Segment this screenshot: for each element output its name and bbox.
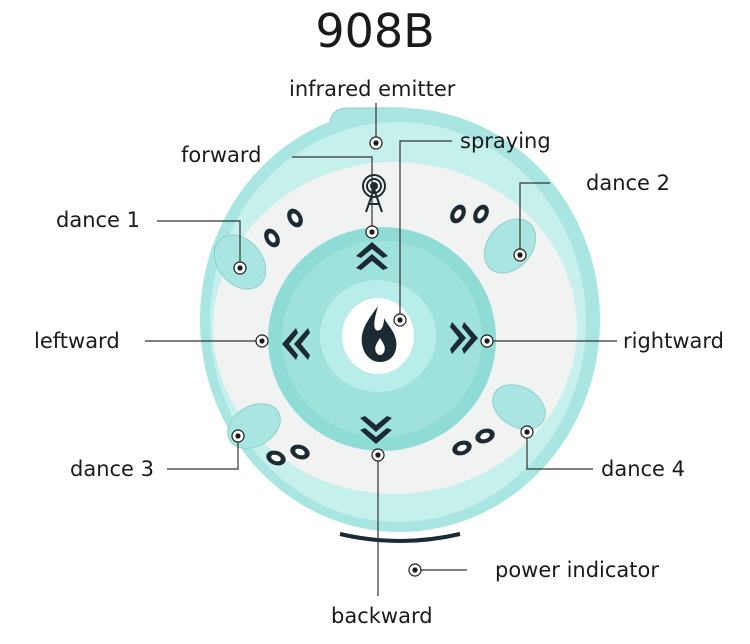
footprint-icon xyxy=(452,428,495,456)
forward-label: forward xyxy=(181,143,262,167)
model-title: 908B xyxy=(315,4,435,58)
infrared-emitter-label: infrared emitter xyxy=(289,77,456,101)
flame-icon xyxy=(361,306,397,362)
dance-4-button[interactable] xyxy=(485,376,553,439)
dance-4-label: dance 4 xyxy=(601,457,686,481)
spraying-label: spraying xyxy=(460,129,551,153)
backward-label: backward xyxy=(331,604,433,628)
double-chevron-right-icon xyxy=(450,322,478,354)
dance-3-label: dance 3 xyxy=(70,457,155,481)
double-chevron-up-icon xyxy=(356,242,388,270)
base-edge xyxy=(339,532,461,543)
dance-1-label: dance 1 xyxy=(56,208,141,232)
footprint-icon xyxy=(264,208,303,248)
callout-lines xyxy=(145,103,617,596)
callout-dots xyxy=(231,136,534,577)
double-chevron-down-icon xyxy=(360,416,392,444)
rightward-label: rightward xyxy=(623,329,724,353)
footprint-icon xyxy=(450,204,489,224)
footprint-icon xyxy=(266,444,310,466)
dance-2-label: dance 2 xyxy=(586,171,671,195)
leftward-label: leftward xyxy=(34,329,120,353)
power-indicator-label: power indicator xyxy=(495,558,660,582)
double-chevron-left-icon xyxy=(282,328,310,360)
